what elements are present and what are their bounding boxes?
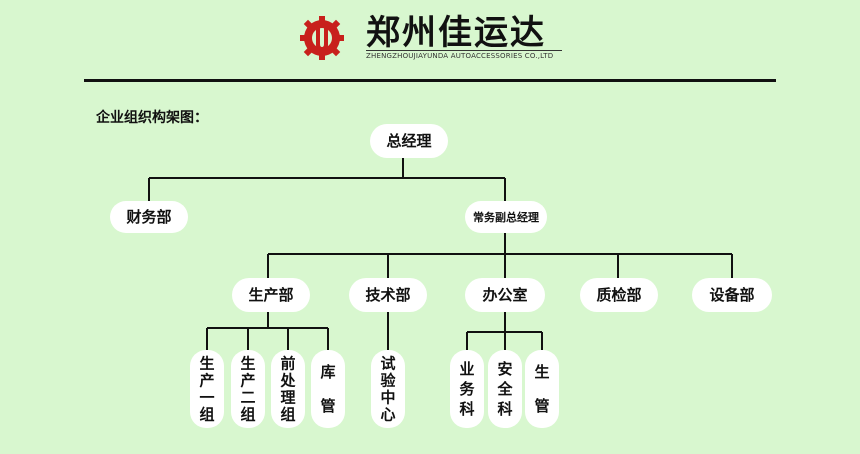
- node-office[interactable]: 办公室: [465, 278, 545, 312]
- connector-lines: [148, 156, 733, 350]
- node-equipment[interactable]: 设备部: [692, 278, 772, 312]
- node-tech[interactable]: 技术部: [349, 278, 427, 312]
- header-divider: [84, 79, 776, 82]
- connector-production: [206, 312, 329, 350]
- node-general-manager[interactable]: 总经理: [370, 124, 448, 158]
- node-label: 前处理组: [279, 355, 296, 424]
- node-team-production-1[interactable]: 生产二组: [231, 350, 265, 428]
- node-label: 生产二组: [240, 355, 255, 424]
- node-team-production-2[interactable]: 前处理组: [271, 350, 305, 428]
- company-name: 郑州佳运达: [366, 13, 546, 53]
- node-team-office-2[interactable]: 生管: [525, 350, 559, 428]
- node-label: 质检部: [596, 286, 641, 304]
- node-finance[interactable]: 财务部: [110, 201, 188, 233]
- node-production[interactable]: 生产部: [232, 278, 310, 312]
- team-nodes: 生产一组 生产二组 前处理组 库管 试验中心 业务科 安全科 生管: [190, 350, 559, 428]
- node-label: 财务部: [126, 208, 171, 226]
- node-label: 试验中心: [380, 355, 396, 424]
- connector-deputy: [267, 232, 733, 278]
- node-label: 库管: [320, 363, 335, 415]
- gear-logo-icon: [300, 16, 344, 60]
- node-deputy-gm[interactable]: 常务副总经理: [465, 201, 547, 233]
- node-team-tech-0[interactable]: 试验中心: [371, 350, 405, 428]
- company-logo: 郑州佳运达 ZHENGZHOUJIAYUNDA AUTOACCESSORIES …: [292, 13, 562, 63]
- node-quality[interactable]: 质检部: [580, 278, 658, 312]
- node-team-production-0[interactable]: 生产一组: [190, 350, 224, 428]
- node-label: 总经理: [386, 132, 431, 150]
- connector-root: [148, 156, 506, 202]
- connector-office: [466, 312, 543, 350]
- section-title: 企业组织构架图：: [96, 110, 208, 126]
- node-label: 生产一组: [199, 355, 214, 424]
- node-team-production-3[interactable]: 库管: [311, 350, 345, 428]
- node-team-office-0[interactable]: 业务科: [450, 350, 484, 428]
- node-label: 设备部: [709, 286, 754, 304]
- node-label: 常务副总经理: [473, 210, 539, 224]
- node-label: 生产部: [248, 286, 293, 304]
- node-team-office-1[interactable]: 安全科: [488, 350, 522, 428]
- node-label: 业务科: [459, 360, 475, 418]
- node-label: 生管: [534, 363, 549, 415]
- node-label: 技术部: [365, 286, 410, 304]
- company-name-english: ZHENGZHOUJIAYUNDA AUTOACCESSORIES CO.,LT…: [366, 50, 562, 60]
- node-label: 安全科: [496, 360, 513, 418]
- node-label: 办公室: [482, 286, 527, 304]
